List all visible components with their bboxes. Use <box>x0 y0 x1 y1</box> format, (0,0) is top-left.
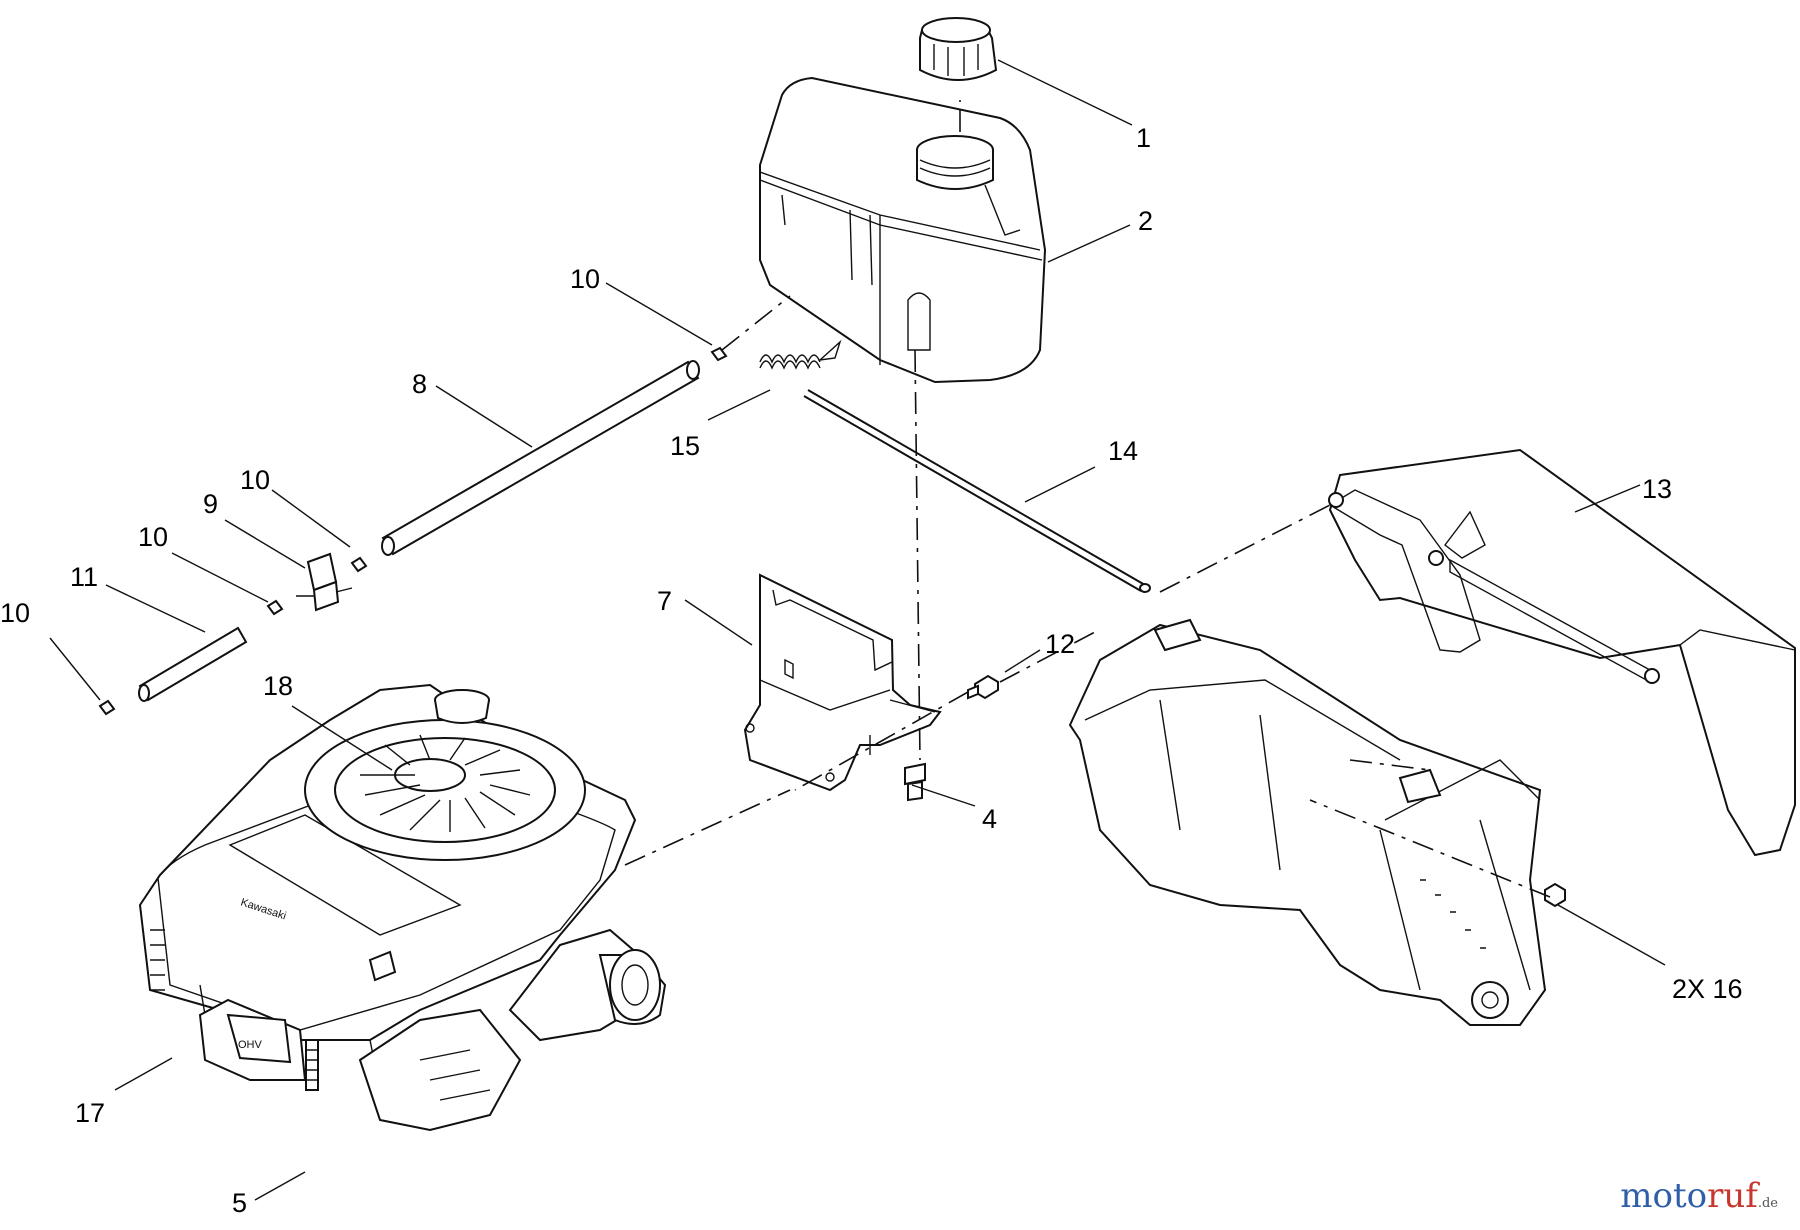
callout-1: 1 <box>1136 123 1151 153</box>
engine: OHV Kawasaki <box>138 683 667 1132</box>
fuel-tank <box>759 76 1047 384</box>
watermark-part-2: ruf <box>1707 1176 1758 1216</box>
mower-frame <box>1068 618 1547 1026</box>
watermark-suffix: .de <box>1757 1196 1778 1211</box>
callout-4: 4 <box>982 804 997 834</box>
callout-9: 9 <box>203 489 218 519</box>
callout-10-tank: 10 <box>570 264 600 294</box>
callout-2: 2 <box>1138 206 1153 236</box>
callout-10-valve-lower: 10 <box>138 522 168 552</box>
callout-10-left: 10 <box>0 598 30 628</box>
assembly-guide-lines <box>624 100 1551 898</box>
callout-7: 7 <box>657 586 672 616</box>
callout-8: 8 <box>412 369 427 399</box>
spring-and-rod <box>759 339 1151 593</box>
callout-11: 11 <box>70 562 98 592</box>
engine-cover <box>1328 448 1796 857</box>
callout-13: 13 <box>1642 474 1672 504</box>
callout-5: 5 <box>232 1188 247 1218</box>
watermark-part-1: moto <box>1620 1176 1708 1216</box>
callout-15: 15 <box>670 431 700 461</box>
leader-lines <box>49 59 1666 1201</box>
fuel-line-assembly <box>98 346 728 716</box>
callout-17: 17 <box>75 1098 105 1128</box>
watermark-logo: motoruf.de <box>1620 1176 1778 1216</box>
callout-2x16: 2X 16 <box>1672 974 1743 1004</box>
callout-12: 12 <box>1045 629 1075 659</box>
callout-labels: 1 2 4 5 7 8 9 10 10 10 10 11 12 13 14 15… <box>0 123 1743 1218</box>
fuel-cap <box>919 17 998 81</box>
callout-10-valve-upper: 10 <box>240 465 270 495</box>
ohv-text: OHV <box>238 1039 263 1051</box>
mounting-bracket <box>743 573 942 792</box>
callout-18: 18 <box>263 671 293 701</box>
callout-14: 14 <box>1108 436 1138 466</box>
